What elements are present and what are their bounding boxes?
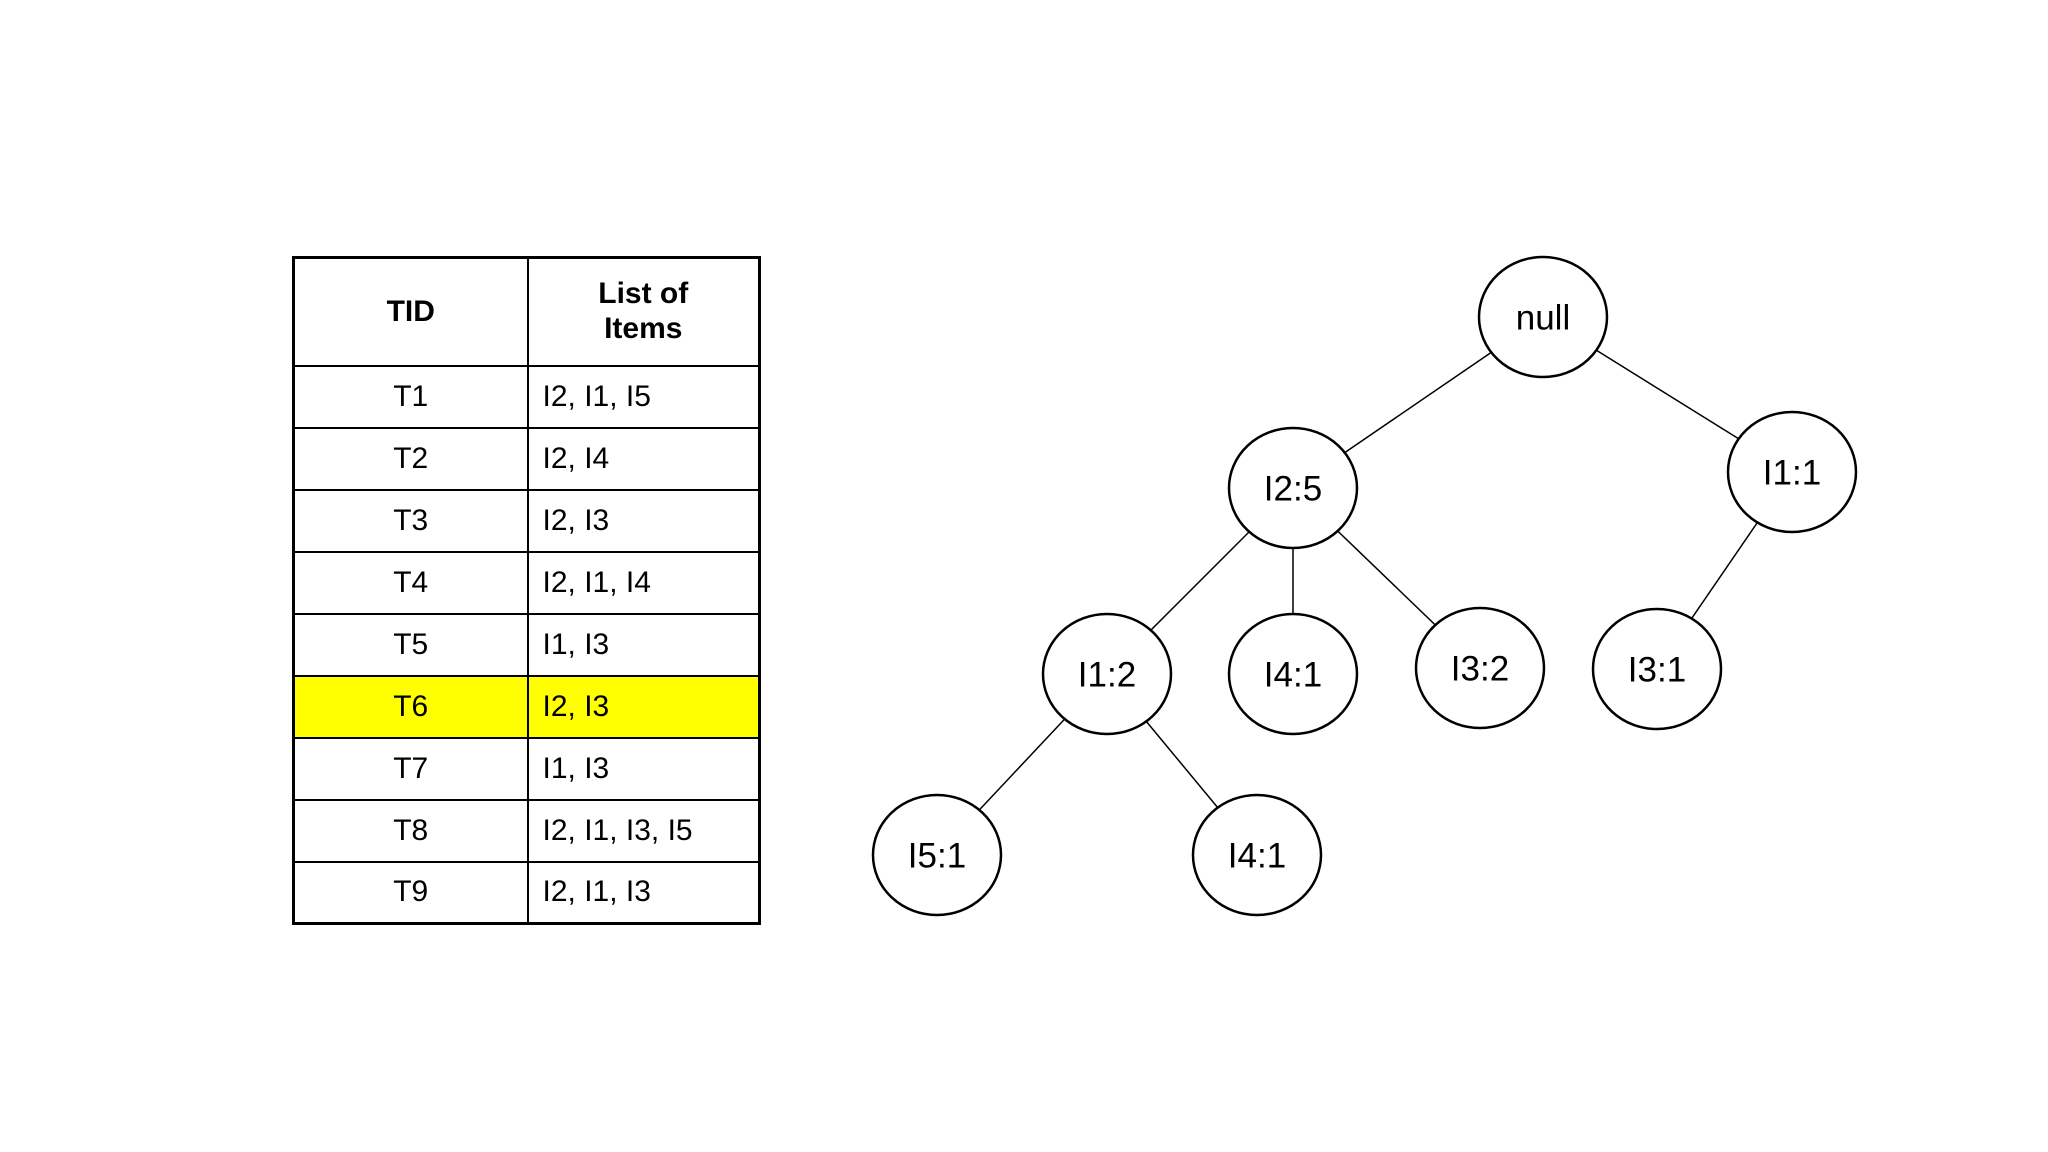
cell-items-t9: I2, I1, I3	[526, 860, 761, 925]
cell-tid-t7: T7	[292, 736, 529, 801]
cell-tid-t4: T4	[292, 550, 529, 615]
cell-tid-t5: T5	[292, 612, 529, 677]
cell-items-t7: I1, I3	[526, 736, 761, 801]
cell-items-t1: I2, I1, I5	[526, 364, 761, 429]
cell-tid-t9: T9	[292, 860, 529, 925]
cell-items-t8: I2, I1, I3, I5	[526, 798, 761, 863]
cell-items-t6: I2, I3	[526, 674, 761, 739]
tree-node-label-i3-1: I3:1	[1628, 650, 1686, 689]
table-header-items: List of Items	[526, 256, 761, 367]
tree-node-label-i4-1-btm: I4:1	[1228, 836, 1286, 875]
tree-node-i1-1: I1:1	[1726, 410, 1858, 534]
cell-tid-t2: T2	[292, 426, 529, 491]
tree-node-i4-1-mid: I4:1	[1227, 612, 1359, 736]
tree-node-circle-i4-1-mid	[1227, 612, 1359, 736]
tree-node-circle-i1-1	[1726, 410, 1858, 534]
cell-tid-t1: T1	[292, 364, 529, 429]
tree-node-i3-1: I3:1	[1591, 607, 1723, 731]
tree-node-circle-null	[1477, 255, 1609, 379]
tree-node-circle-i4-1-btm	[1191, 793, 1323, 917]
tree-node-circle-i3-2	[1414, 606, 1546, 730]
cell-items-t4: I2, I1, I4	[526, 550, 761, 615]
cell-tid-t6: T6	[292, 674, 529, 739]
tree-node-label-i1-2: I1:2	[1078, 655, 1136, 694]
tree-node-i2-5: I2:5	[1227, 426, 1359, 550]
tree-node-circle-i3-1	[1591, 607, 1723, 731]
tree-node-label-i1-1: I1:1	[1763, 453, 1821, 492]
tree-node-null: null	[1477, 255, 1609, 379]
cell-items-t5: I1, I3	[526, 612, 761, 677]
tree-node-label-i3-2: I3:2	[1451, 649, 1509, 688]
cell-items-t2: I2, I4	[526, 426, 761, 491]
tree-node-label-i5-1: I5:1	[908, 836, 966, 875]
tree-node-circle-i2-5	[1227, 426, 1359, 550]
tree-node-i3-2: I3:2	[1414, 606, 1546, 730]
table-header-tid: TID	[292, 256, 529, 367]
cell-tid-t8: T8	[292, 798, 529, 863]
tree-node-label-i2-5: I2:5	[1264, 469, 1322, 508]
tree-node-label-null: null	[1516, 298, 1570, 337]
tree-node-circle-i1-2	[1041, 612, 1173, 736]
tree-node-i4-1-btm: I4:1	[1191, 793, 1323, 917]
cell-items-t3: I2, I3	[526, 488, 761, 553]
cell-tid-t3: T3	[292, 488, 529, 553]
table-header-row: TID List of Items	[292, 256, 761, 367]
tree-node-i1-2: I1:2	[1041, 612, 1173, 736]
tree-node-i5-1: I5:1	[871, 793, 1003, 917]
tree-node-label-i4-1-mid: I4:1	[1264, 655, 1322, 694]
tree-node-circle-i5-1	[871, 793, 1003, 917]
